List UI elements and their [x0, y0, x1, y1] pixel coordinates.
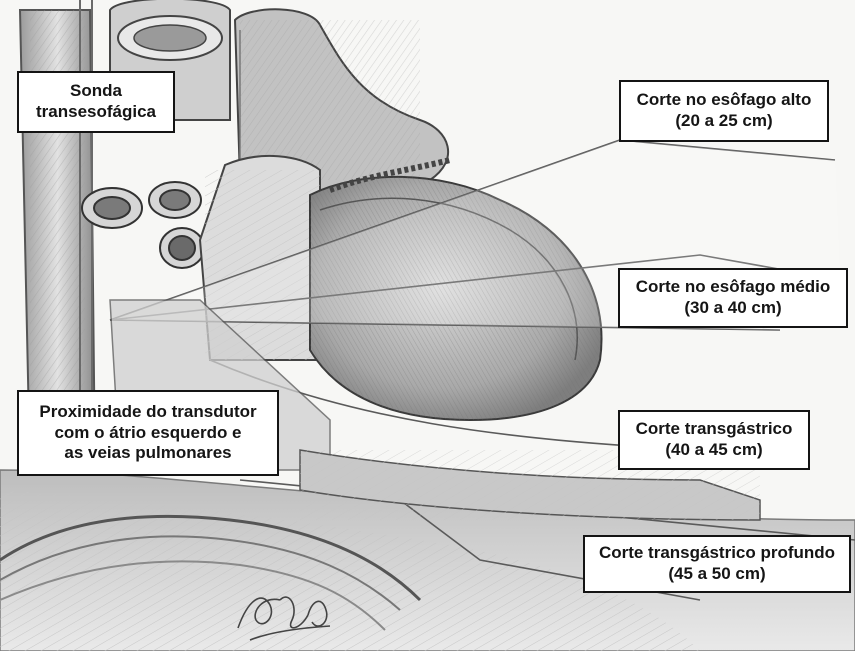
label-corte-transgastrico: Corte transgástrico (40 a 45 cm): [618, 410, 810, 470]
label-line: Corte no esôfago alto: [637, 90, 812, 111]
label-proximidade-transdutor: Proximidade do transdutor com o átrio es…: [17, 390, 279, 476]
label-line: (20 a 25 cm): [675, 111, 772, 132]
label-line: (45 a 50 cm): [668, 564, 765, 585]
label-sonda-transesofagica: Sonda transesofágica: [17, 71, 175, 133]
label-line: transesofágica: [36, 102, 156, 123]
label-corte-esofago-alto: Corte no esôfago alto (20 a 25 cm): [619, 80, 829, 142]
label-line: Corte transgástrico profundo: [599, 543, 835, 564]
label-line: (30 a 40 cm): [684, 298, 781, 319]
label-corte-transgastrico-profundo: Corte transgástrico profundo (45 a 50 cm…: [583, 535, 851, 593]
label-line: Corte no esôfago médio: [636, 277, 831, 298]
label-corte-esofago-medio: Corte no esôfago médio (30 a 40 cm): [618, 268, 848, 328]
label-line: as veias pulmonares: [64, 443, 231, 464]
label-line: (40 a 45 cm): [665, 440, 762, 461]
label-line: Corte transgástrico: [636, 419, 793, 440]
label-line: Sonda: [70, 81, 122, 102]
label-line: com o átrio esquerdo e: [54, 423, 241, 444]
label-line: Proximidade do transdutor: [39, 402, 256, 423]
